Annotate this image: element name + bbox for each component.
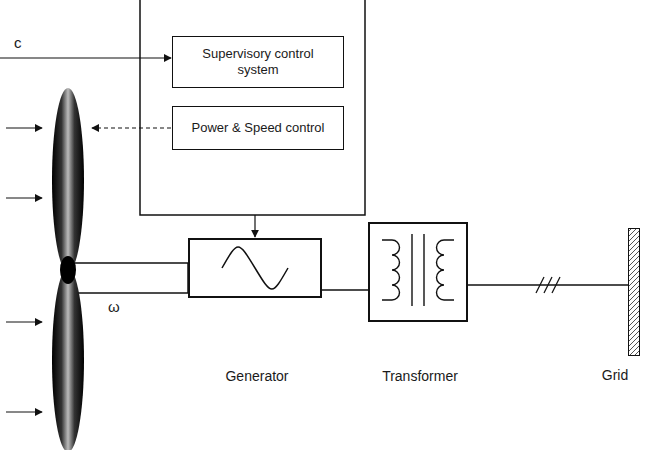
rotor-hub xyxy=(60,256,76,284)
part-name: Generator xyxy=(225,368,288,385)
grid-bar: Grid xyxy=(628,228,640,356)
grid-hatch xyxy=(628,228,640,356)
wind-arrow xyxy=(6,322,42,323)
control-signal-arrow xyxy=(254,215,255,237)
wind-arrow xyxy=(6,128,42,129)
sine-symbol xyxy=(222,247,288,289)
secondary-coil xyxy=(437,240,454,300)
rotor-shaft xyxy=(72,263,188,293)
supervisory-box: Supervisory control system xyxy=(172,36,344,88)
generator-box: Generator xyxy=(188,238,322,298)
control-box: Power & Speed control xyxy=(172,106,344,150)
pitch-control-arrow xyxy=(92,127,171,128)
power-line xyxy=(468,284,628,285)
input-signal-label: c xyxy=(14,34,22,51)
transformer-symbol xyxy=(382,234,454,306)
box-text: Power & Speed control xyxy=(192,120,325,136)
part-name: Transformer xyxy=(382,368,458,385)
box-text: Supervisory control system xyxy=(181,46,335,77)
rotor-blade xyxy=(52,88,84,272)
wind-arrow xyxy=(6,412,42,413)
power-line xyxy=(322,289,368,290)
wind-arrow xyxy=(6,198,42,199)
wind-arrows xyxy=(6,128,42,412)
primary-coil xyxy=(382,240,400,300)
rotor-blade xyxy=(52,268,84,450)
core-line xyxy=(423,234,424,306)
transformer-box: Transformer xyxy=(368,222,468,322)
core-line xyxy=(411,234,412,306)
part-name: Grid xyxy=(602,367,628,384)
speed-symbol: ω xyxy=(108,298,120,315)
input-arrow xyxy=(0,57,171,58)
controller-housing xyxy=(140,0,365,215)
